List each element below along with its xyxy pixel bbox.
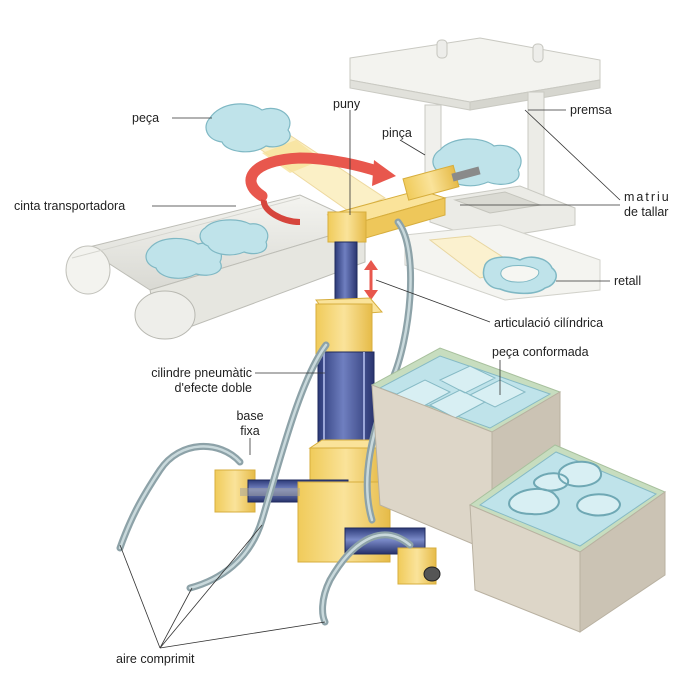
label-aire-comprimit: aire comprimit: [116, 652, 195, 666]
label-articulacio-cilindrica: articulació cilíndrica: [494, 316, 604, 330]
label-pinca: pinça: [382, 126, 412, 140]
leader-articulacio: [375, 279, 491, 323]
label-retall: retall: [614, 274, 642, 288]
leader-aire-2: [159, 587, 193, 649]
workpiece-belt-2: [199, 219, 269, 256]
vertical-rod: [334, 241, 358, 301]
label-base-line1: base: [236, 409, 264, 423]
leader-aire-1: [119, 544, 161, 649]
leader-lines: [119, 109, 621, 649]
leader-pinca: [399, 139, 426, 156]
scrap-ring: [482, 256, 557, 295]
workpiece-top: [205, 103, 291, 153]
label-premsa: premsa: [570, 103, 612, 117]
leader-aire-3: [159, 524, 263, 649]
label-base-line2: fixa: [240, 424, 260, 438]
workpiece-belt-1: [145, 237, 222, 279]
fixed-base: [214, 469, 441, 585]
label-cilindre-line1: cilindre pneumàtic: [151, 366, 252, 380]
leader-aire-4: [159, 621, 326, 649]
rotation-arrow: [245, 152, 396, 225]
label-matriu-line1: matriu: [624, 190, 671, 204]
box-scrap: [468, 444, 667, 633]
label-matriu-line2: de tallar: [624, 205, 669, 219]
label-cinta-transportadora: cinta transportadora: [14, 199, 126, 213]
leader-matriu-a: [524, 109, 621, 201]
updown-arrow: [364, 260, 378, 300]
label-peca-conformada: peça conformada: [492, 345, 589, 359]
label-puny: puny: [333, 97, 361, 111]
label-cilindre-line2: d'efecte doble: [174, 381, 252, 395]
label-peca: peça: [132, 111, 160, 125]
